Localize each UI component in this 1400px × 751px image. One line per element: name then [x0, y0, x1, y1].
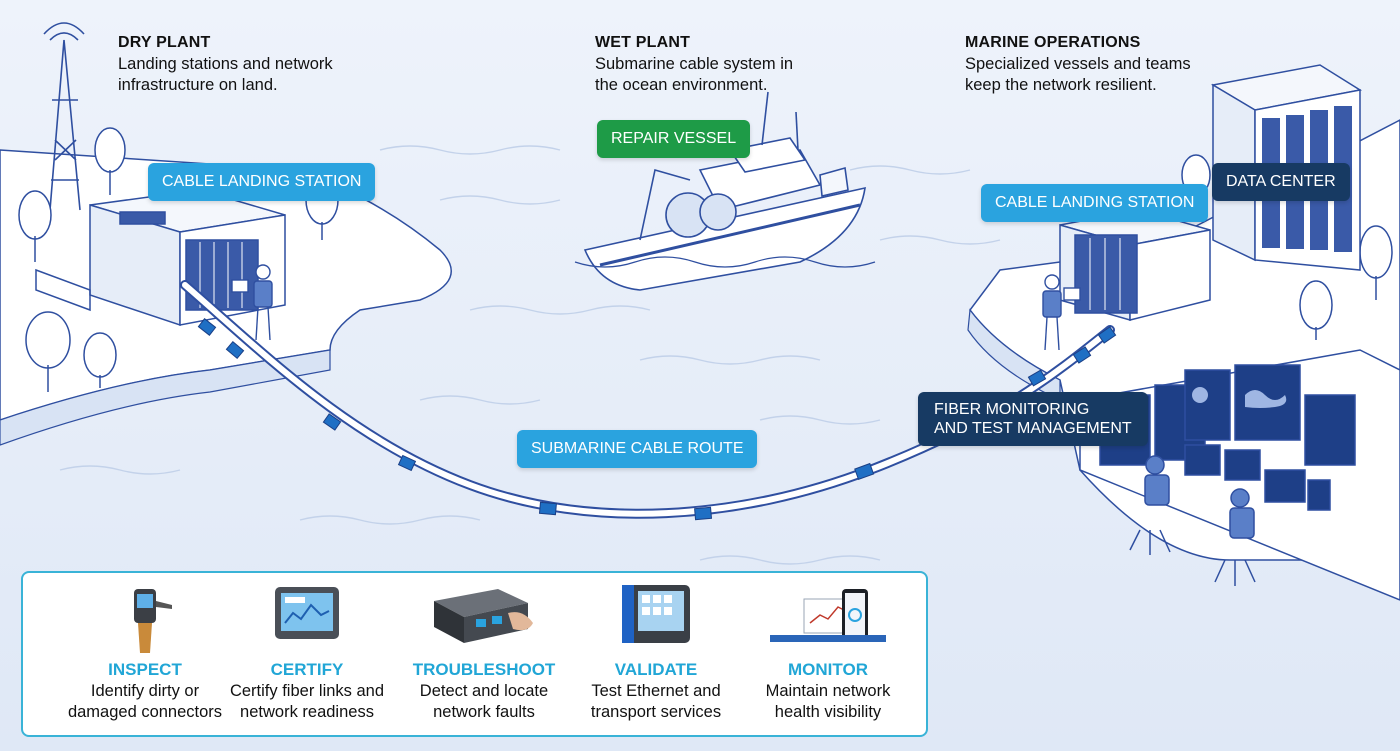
data-center-label: DATA CENTER — [1212, 163, 1350, 201]
left-technician-icon — [231, 264, 273, 341]
marine-operations-title: MARINE OPERATIONS — [965, 34, 1141, 51]
right-landing-station-building — [1059, 209, 1211, 321]
wet-plant-title: WET PLANT — [595, 34, 691, 51]
wave-lines — [59, 145, 1001, 565]
repair-vessel-label: REPAIR VESSEL — [597, 120, 751, 158]
marine-operations-header: MARINE OPERATIONS Specialized vessels an… — [965, 34, 1191, 96]
cable-repeaters — [197, 318, 1117, 521]
otdr-module-icon — [434, 589, 533, 643]
dry-plant-title: DRY PLANT — [118, 34, 211, 51]
inspection-probe-icon — [134, 589, 172, 653]
submarine-cable-route-label: SUBMARINE CABLE ROUTE — [517, 430, 758, 468]
tool-certify-name: CERTIFY — [270, 660, 344, 679]
ethernet-tester-icon — [622, 585, 690, 643]
tool-inspect-name: INSPECT — [108, 660, 182, 679]
tool-troubleshoot-name: TROUBLESHOOT — [412, 660, 556, 679]
certifier-tablet-icon — [275, 587, 339, 639]
tool-monitor-name: MONITOR — [788, 660, 868, 679]
cable-landing-station-left-label: CABLE LANDING STATION — [148, 163, 376, 201]
monitoring-dashboard-icon — [770, 589, 886, 642]
cable-landing-station-right-label: CABLE LANDING STATION — [981, 184, 1209, 222]
right-technician-icon — [1042, 274, 1081, 351]
tool-validate-name: VALIDATE — [614, 660, 698, 679]
radio-tower-icon — [43, 22, 85, 211]
